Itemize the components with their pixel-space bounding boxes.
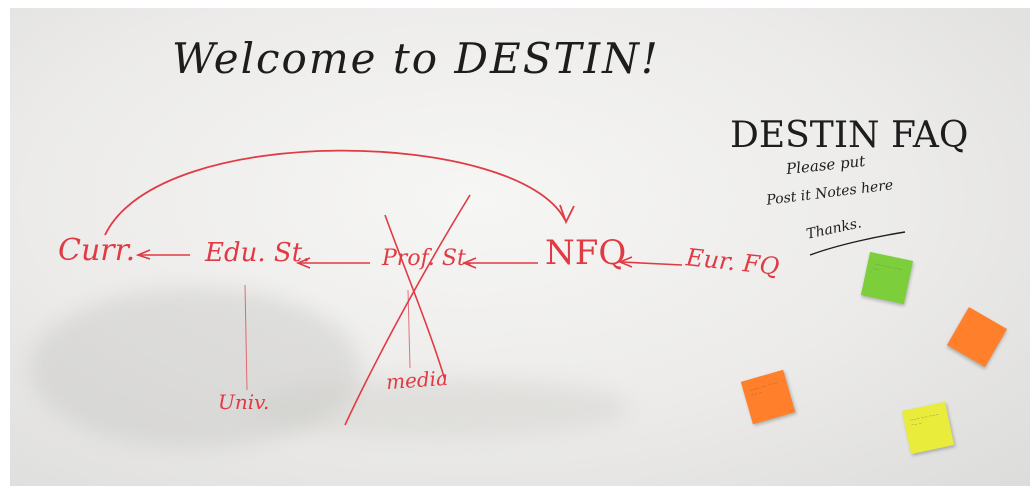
arrow-head [135,249,151,260]
sticky-note-green: ~~~ ~~ ~~~ ~~ [860,251,914,305]
arc-arrow [104,149,566,236]
node-prof-st: Prof. St. [382,246,473,271]
branch-univ: Univ. [218,390,270,414]
arrow-eurfq-nfq [621,261,683,266]
node-curr: Curr. [58,233,136,268]
sticky-note-yellow: ~~~ ~~ ~~~ ~~ ~ [901,401,955,455]
heading-text: Welcome to DESTIN! [172,34,660,83]
node-edu-st: Edu. St. [205,238,311,268]
arrow-head [295,257,311,269]
cross-out-stroke [344,194,471,426]
thanks-underline [809,231,906,256]
eraser-smudge [250,378,630,438]
eraser-smudge [30,288,360,448]
branch-media: media [385,365,449,395]
cross-out-stroke [384,214,446,381]
branch-line-univ [244,284,248,391]
arrow-head [617,256,633,268]
arrow-head [559,204,575,225]
arrow-head [461,257,477,269]
node-nfq: NFQ [545,233,627,273]
branch-line-media [407,289,411,369]
faq-title: DESTIN FAQ [730,115,969,156]
whiteboard [10,8,1030,486]
